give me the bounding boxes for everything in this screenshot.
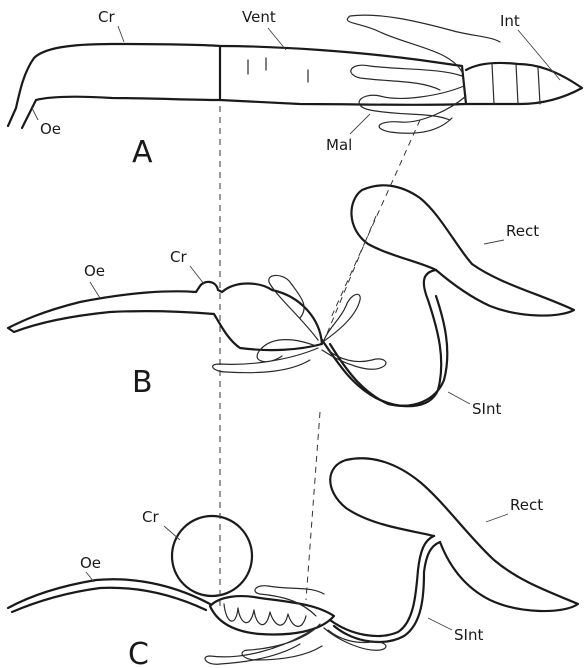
panel-b-label-sint: SInt <box>472 400 501 418</box>
panel-b: Oe Cr Rect SInt B <box>8 185 574 418</box>
panel-a-label-crop: Cr <box>98 8 115 26</box>
panel-a-leader-int <box>518 30 560 80</box>
panel-b-rectum-outline <box>351 185 574 315</box>
panel-c-crop-outline <box>172 516 252 596</box>
panel-c-label-oe: Oe <box>80 554 101 572</box>
panel-a-malpighian-tubules <box>347 15 500 133</box>
panel-b-small-intestine-inner <box>330 296 447 406</box>
panel-a-leader-crop <box>118 26 124 42</box>
panel-c-leader-sint <box>428 618 452 630</box>
panel-a-letter: A <box>132 135 153 170</box>
guide-lines <box>220 106 420 606</box>
panel-a-leader-oe <box>32 108 38 120</box>
panel-b-small-intestine-outline <box>322 270 441 406</box>
panel-a-label-mal: Mal <box>326 136 352 154</box>
guide-line-b-c <box>306 412 320 600</box>
panel-c-rectum-outline <box>330 458 578 611</box>
panel-c-letter: C <box>128 637 149 668</box>
panel-b-gut-outline <box>8 282 322 350</box>
panel-a: Cr Vent Int Oe Mal A <box>8 8 582 170</box>
panel-b-leader-cr <box>190 266 204 284</box>
panel-c-ventriculus-coils <box>224 604 306 626</box>
panel-a-intestine-outline <box>466 63 582 104</box>
panel-b-letter: B <box>132 365 153 400</box>
panel-c-label-cr: Cr <box>142 508 159 526</box>
panel-a-intestine-segments <box>492 64 540 104</box>
panel-c-leader-cr <box>164 526 180 540</box>
panel-c-small-intestine-outline <box>330 536 440 642</box>
panel-a-label-oe: Oe <box>40 120 61 138</box>
panel-a-crop-outline <box>8 44 220 128</box>
panel-b-label-oe: Oe <box>84 262 105 280</box>
panel-c-label-sint: SInt <box>454 626 483 644</box>
panel-c-leader-rect <box>486 514 508 522</box>
panel-a-leader-mal <box>350 114 370 134</box>
panel-b-label-rect: Rect <box>506 222 539 240</box>
panel-b-label-cr: Cr <box>170 248 187 266</box>
panel-b-leader-oe <box>90 282 100 298</box>
panel-b-malpighian-tubules <box>213 275 386 372</box>
panel-c: Cr Oe Rect SInt C <box>8 458 578 668</box>
panel-c-oesophagus-outline <box>8 579 210 612</box>
panel-b-leader-rect <box>484 240 504 244</box>
panel-a-label-int: Int <box>500 12 520 30</box>
panel-b-leader-sint <box>448 392 470 404</box>
panel-c-label-rect: Rect <box>510 496 543 514</box>
panel-a-label-vent: Vent <box>242 8 276 26</box>
